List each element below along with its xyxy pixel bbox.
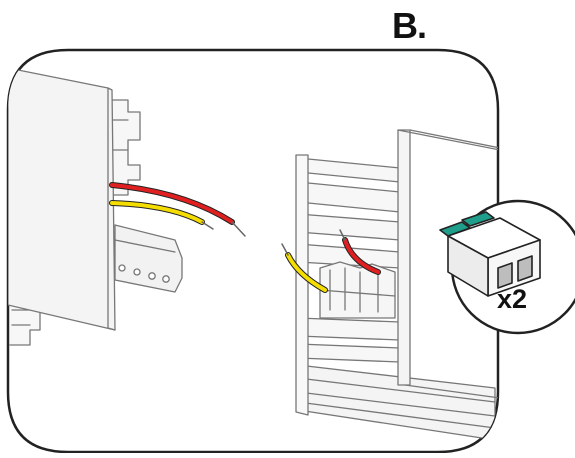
left-trunking-section [8, 67, 183, 346]
lever-connector-icon [439, 211, 541, 297]
left-cover-panel [8, 67, 116, 331]
terminal-block [319, 261, 396, 319]
step-label: B. [392, 5, 427, 46]
connector-callout [439, 199, 575, 335]
wire-bundle [109, 182, 381, 293]
right-trunking-section [295, 129, 498, 441]
right-end-panel [397, 129, 411, 386]
quantity-label: x2 [497, 284, 528, 314]
